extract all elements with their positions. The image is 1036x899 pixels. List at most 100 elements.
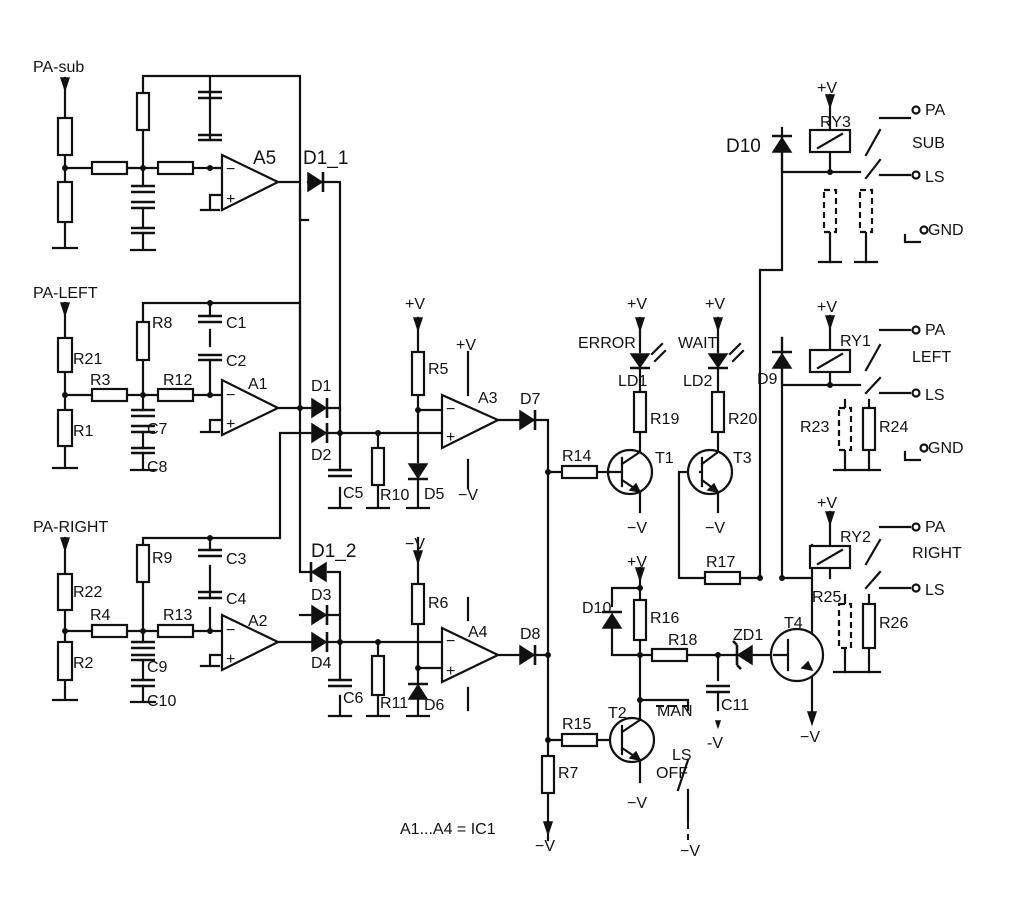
resistor-r4: [90, 623, 129, 639]
junctions: [62, 165, 833, 743]
svg-text:LS: LS: [925, 387, 945, 404]
svg-text:RY2: RY2: [840, 529, 871, 546]
resistor-r6: [410, 582, 426, 626]
svg-text:C6: C6: [343, 690, 364, 707]
svg-text:C10: C10: [147, 693, 176, 710]
svg-text:R25: R25: [812, 589, 841, 606]
svg-text:+: +: [226, 191, 235, 208]
svg-text:+: +: [226, 651, 235, 668]
right-channel: PA-RIGHT R22 R2 R4 R13 R9 C9 C10 C3 C4 −…: [33, 431, 314, 710]
resistor-sub-series: [90, 160, 129, 176]
capacitor-c3: [198, 548, 222, 558]
svg-text:LS: LS: [925, 582, 945, 599]
svg-text:+V: +V: [456, 337, 476, 354]
opamp-a4: [440, 626, 501, 684]
svg-text:+: +: [226, 416, 235, 433]
svg-text:−: −: [226, 161, 235, 178]
svg-text:R21: R21: [73, 351, 102, 368]
svg-text:D4: D4: [311, 655, 332, 672]
resistor-r3: [90, 387, 129, 403]
svg-text:R3: R3: [90, 372, 111, 389]
svg-text:R10: R10: [380, 487, 409, 504]
svg-text:T1: T1: [655, 450, 674, 467]
svg-text:R6: R6: [428, 595, 449, 612]
svg-text:+V: +V: [627, 296, 647, 313]
svg-text:C8: C8: [147, 459, 168, 476]
resistor-r7: [540, 754, 556, 795]
diode-d1: [311, 397, 328, 419]
resistor-r23: [837, 406, 853, 452]
svg-text:R9: R9: [152, 550, 173, 567]
svg-text:D2: D2: [311, 447, 332, 464]
diode-d1-2: [310, 561, 327, 583]
switch-ls-label: LS: [672, 747, 692, 764]
relays: +V RY3 D10 PA SUB LS GND +V RY1 D9 PA LE…: [726, 80, 964, 674]
svg-text:R11: R11: [380, 695, 408, 712]
capacitor-sub-ground: [131, 226, 155, 235]
label-a4: A4: [468, 624, 488, 641]
svg-text:LS: LS: [925, 169, 945, 186]
svg-text:+: +: [446, 663, 455, 680]
resistor-r14: [560, 464, 599, 480]
svg-text:C11: C11: [721, 697, 749, 714]
resistor-r12: [156, 387, 195, 403]
resistor-r2: [56, 640, 74, 682]
resistor-sub-feedback: [135, 91, 151, 132]
svg-text:R15: R15: [562, 716, 591, 733]
resistor-r13: [156, 623, 195, 639]
resistor-r11: [370, 654, 386, 697]
transistor-t1: [606, 448, 654, 496]
svg-text:PA: PA: [925, 322, 945, 339]
diode-d1-1: [307, 171, 324, 193]
opamp-a5: [220, 153, 281, 212]
diode-d6: [407, 683, 429, 700]
svg-text:D10: D10: [582, 600, 611, 617]
label-a5: A5: [253, 148, 276, 169]
svg-text:−V: −V: [627, 795, 647, 812]
svg-text:R4: R4: [90, 607, 111, 624]
svg-text:C4: C4: [226, 591, 247, 608]
resistor-sub-bottom: [56, 180, 74, 224]
resistor-r15: [560, 732, 599, 748]
svg-text:−V: −V: [680, 843, 700, 860]
svg-text:R8: R8: [152, 315, 173, 332]
svg-text:+V: +V: [817, 80, 837, 97]
svg-text:R22: R22: [73, 584, 102, 601]
resistor-r17: [703, 570, 742, 586]
capacitor-sub-shunt: [131, 184, 155, 210]
svg-text:R19: R19: [650, 411, 679, 428]
svg-text:D3: D3: [311, 587, 332, 604]
capacitor-c9: [131, 640, 155, 662]
diode-d9: [771, 352, 793, 369]
svg-text:R13: R13: [163, 607, 192, 624]
svg-text:LD1: LD1: [618, 373, 647, 390]
svg-text:D8: D8: [520, 626, 541, 643]
resistor-sub-ls-a: [822, 188, 838, 234]
arrow-in-sub: [59, 77, 71, 93]
svg-text:RY1: RY1: [840, 333, 871, 350]
opamp-a2: [220, 613, 281, 672]
svg-text:+V: +V: [627, 554, 647, 571]
label-wait: WAIT: [678, 335, 718, 352]
svg-text:D9: D9: [757, 371, 778, 388]
svg-text:R18: R18: [668, 632, 697, 649]
svg-text:−: −: [446, 401, 455, 418]
input-label-left: PA-LEFT: [33, 285, 98, 302]
diode-bank: D1 D2 D1_2 D3 D4 C5 C6 R10 R11: [298, 188, 442, 718]
diode-d7: [519, 409, 536, 431]
svg-text:R1: R1: [73, 423, 94, 440]
svg-text:SUB: SUB: [912, 135, 945, 152]
svg-text:−V: −V: [627, 520, 647, 537]
capacitor-c7: [131, 408, 155, 434]
capacitor-sub-feedback: [198, 90, 222, 142]
svg-text:R5: R5: [428, 361, 449, 378]
diode-d10-relay: [771, 136, 793, 153]
capacitor-c1: [198, 314, 222, 324]
svg-text:+V: +V: [817, 495, 837, 512]
capacitor-c4: [198, 590, 222, 600]
label-a3: A3: [478, 390, 498, 407]
svg-text:C1: C1: [226, 315, 247, 332]
svg-text:R26: R26: [879, 615, 908, 632]
capacitor-c11: [706, 684, 730, 694]
svg-text:C3: C3: [226, 551, 247, 568]
